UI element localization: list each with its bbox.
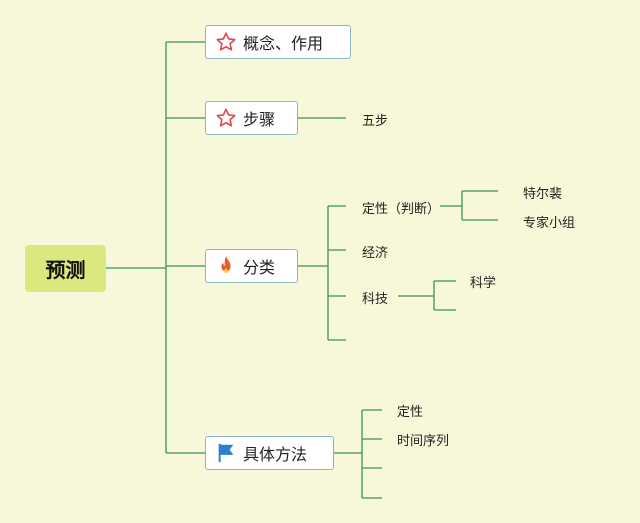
leaf-delphi[interactable]: 特尔裴 [523,187,563,202]
branch-label: 概念、作用 [243,34,324,53]
branch-classification[interactable]: 分类 [205,249,298,283]
flag-icon [214,441,238,465]
branch-label: 步骤 [243,110,276,129]
leaf-technology[interactable]: 科技 [362,292,389,307]
root-node[interactable]: 预测 [25,245,106,292]
star-outline-icon [214,30,238,54]
leaf-science[interactable]: 科学 [470,276,497,291]
star-outline-icon [214,106,238,130]
branch-label: 具体方法 [243,445,308,464]
leaf-qualitative[interactable]: 定性 [397,405,424,420]
branch-steps[interactable]: 步骤 [205,101,298,135]
root-node-label: 预测 [45,258,86,282]
branch-label: 分类 [243,258,276,277]
leaf-qualitative-judgment[interactable]: 定性（判断） [362,202,441,217]
branch-specific-methods[interactable]: 具体方法 [205,436,334,470]
fire-icon [214,254,238,278]
leaf-five-steps[interactable]: 五步 [362,114,389,129]
leaf-time-series[interactable]: 时间序列 [397,434,450,449]
leaf-economic[interactable]: 经济 [362,246,389,261]
branch-concept-role[interactable]: 概念、作用 [205,25,351,59]
leaf-expert-panel[interactable]: 专家小组 [523,216,576,231]
